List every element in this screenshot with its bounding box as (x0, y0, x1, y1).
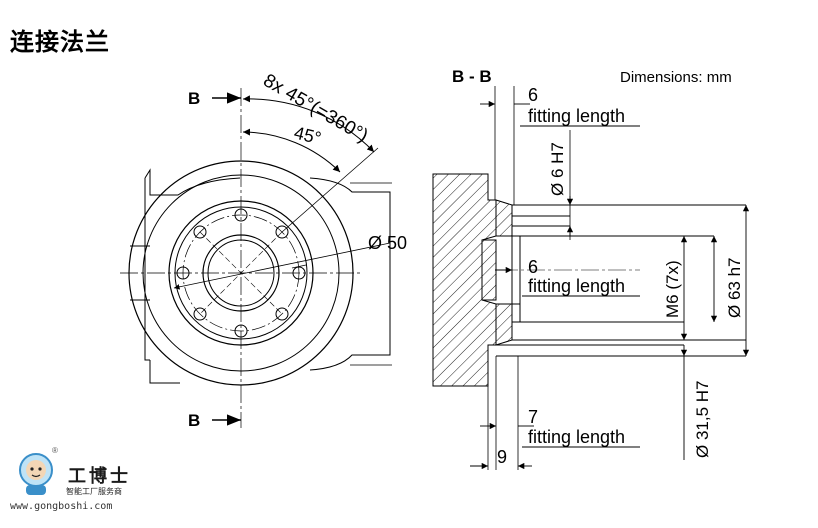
section-marker-top: B (188, 89, 200, 108)
outer-dia-label: Ø 63 h7 (725, 258, 744, 319)
section-view (432, 86, 750, 470)
spigot (481, 239, 497, 301)
watermark-logo: ® 工博士 智能工厂服务商 www.gongboshi.com (8, 446, 148, 518)
dim-mid-value: 6 (528, 257, 538, 277)
dia50-leader (173, 242, 391, 290)
robot-mascot-icon (19, 453, 53, 495)
flange-disc-lower (495, 303, 513, 346)
brand-tagline: 智能工厂服务商 (66, 487, 122, 496)
bolt-hole (193, 307, 207, 321)
bolt-hole (275, 307, 289, 321)
bore-dia-label: Ø 31,5 H7 (693, 381, 712, 459)
angle-arc-360 (242, 95, 375, 153)
dim-top-value: 6 (528, 85, 538, 105)
bolt-hole (193, 225, 207, 239)
section-view-labels: B - B Dimensions: mm 6 fitting length Ø … (452, 67, 744, 467)
angle-arc-45 (242, 128, 341, 173)
front-view (120, 88, 392, 428)
page-title: 连接法兰 (10, 28, 110, 56)
dim-mid-label: fitting length (528, 276, 625, 296)
thread-spec-label: M6 (7x) (663, 260, 682, 318)
bolt-circle-dia-label: Ø 50 (368, 233, 407, 253)
registered-mark: ® (52, 446, 58, 455)
dim-bottom-value: 7 (528, 407, 538, 427)
brand-name: 工博士 (68, 466, 131, 487)
units-note: Dimensions: mm (620, 69, 732, 86)
dim-bottom-label: fitting length (528, 427, 625, 447)
flange-thickness-label: 9 (497, 447, 507, 467)
dim-top-label: fitting length (528, 106, 625, 126)
section-marker-bottom: B (188, 411, 200, 430)
robot-arm-outline (130, 168, 392, 384)
diagonal-centerline (199, 231, 283, 315)
bolt-hole (275, 225, 289, 239)
brand-url: www.gongboshi.com (10, 501, 113, 512)
angle-step-label: 45° (292, 122, 323, 148)
flange-disc (495, 199, 513, 237)
front-view-labels: B B 8x 45°(=360°) 45° Ø 50 (188, 70, 407, 430)
hole-dia-label: Ø 6 H7 (548, 142, 567, 196)
section-title: B - B (452, 67, 492, 86)
